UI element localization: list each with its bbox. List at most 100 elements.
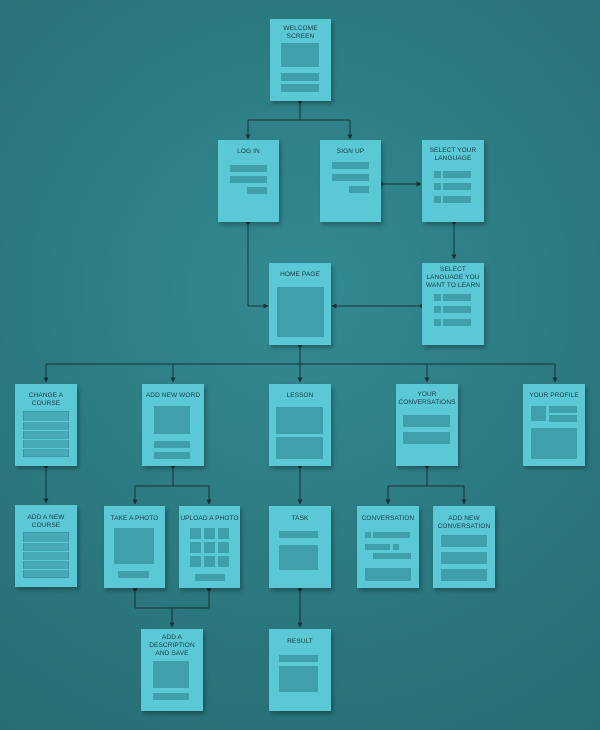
screen-your-profile: YOUR PROFILE [523,384,585,466]
screen-title: ADD NEW WORD [145,392,201,399]
connector-login-to-home [247,222,269,309]
image-placeholder [281,43,319,67]
screen-task: TASK [269,506,331,588]
form-row-divider [23,560,69,561]
photo-thumb-placeholder [204,556,215,567]
message-placeholder [365,544,390,550]
question-placeholder [279,531,318,538]
list-placeholder [23,411,69,457]
option-placeholder [443,171,471,178]
content-placeholder [276,437,323,459]
bar-placeholder [281,73,319,81]
photo-thumb-placeholder [218,556,229,567]
photo-thumb-placeholder [190,556,201,567]
screen-your-conversations: YOUR CONVERSATIONS [396,384,458,466]
image-placeholder [154,406,190,434]
button-placeholder [349,186,369,193]
bar-placeholder [154,441,190,448]
screen-title: LOG IN [237,148,260,155]
screen-login: LOG IN [218,140,279,222]
conversation-item-placeholder [403,415,450,427]
screen-title: SELECT LANGUAGE YOU WANT TO LEARN [425,266,481,289]
screen-title: HOME PAGE [280,271,320,278]
screen-home: HOME PAGE [269,263,331,345]
screen-title: CHANGE A COURSE [28,392,64,407]
score-placeholder [279,655,318,662]
list-row-divider [23,439,69,440]
screen-add-description: ADD A DESCRIPTION AND SAVE [141,629,203,711]
connector-home-to-sections [43,345,558,383]
list-row-divider [23,448,69,449]
screen-change-course: CHANGE A COURSE [15,384,77,466]
form-row-divider [23,551,69,552]
bar-placeholder [549,406,577,413]
button-placeholder [195,574,225,581]
input-placeholder [332,162,369,169]
screen-add-new-course: ADD A NEW COURSE [15,505,77,587]
checkbox-placeholder [434,306,441,313]
option-placeholder [443,196,471,203]
screen-lesson: LESSON [269,384,331,466]
field-placeholder [441,569,487,581]
result-placeholder [279,666,318,692]
field-placeholder [441,535,487,547]
conversation-item-placeholder [403,432,450,444]
option-placeholder [443,306,471,313]
form-placeholder [23,532,69,578]
content-placeholder [277,287,324,337]
checkbox-placeholder [434,171,441,178]
input-placeholder [230,165,267,172]
field-placeholder [441,552,487,564]
photo-thumb-placeholder [190,528,201,539]
photo-thumb-placeholder [190,542,201,553]
list-row-divider [23,421,69,422]
answer-placeholder [279,545,318,570]
screen-title: SIGN UP [336,148,365,155]
option-placeholder [443,319,471,326]
form-row-divider [23,569,69,570]
message-placeholder [373,553,411,559]
photo-thumb-placeholder [218,542,229,553]
input-placeholder [230,176,267,183]
content-placeholder [276,407,323,434]
screen-conversation: CONVERSATION [357,506,419,588]
checkbox-placeholder [434,183,441,190]
photo-thumb-placeholder [218,528,229,539]
screen-title: TAKE A PHOTO [110,515,159,522]
screen-title: ADD A DESCRIPTION AND SAVE [149,634,195,657]
bar-placeholder [549,415,577,422]
bar-placeholder [154,452,190,459]
screen-title: YOUR CONVERSATIONS [398,391,456,406]
screen-add-new-conversation: ADD NEW CONVERSATION [433,506,495,588]
form-row-divider [23,542,69,543]
screen-title: WELCOME SCREEN [283,25,318,40]
screen-add-new-word: ADD NEW WORD [142,384,204,466]
connector-welcome-to-login-signup [245,101,353,140]
screen-title: YOUR PROFILE [529,392,579,399]
list-row-divider [23,430,69,431]
avatar-placeholder [531,406,546,421]
screen-title: ADD A NEW COURSE [27,514,65,529]
connector-dot [298,587,302,591]
connector-add-word-to-photo [132,466,212,505]
button-placeholder [118,571,149,578]
connector-dot [133,587,137,591]
option-placeholder [443,294,471,301]
screen-title: RESULT [287,638,313,645]
photo-thumb-placeholder [204,528,215,539]
screen-title: UPLOAD A PHOTO [180,515,239,522]
checkbox-placeholder [434,196,441,203]
checkbox-placeholder [434,319,441,326]
screen-upload-photo: UPLOAD A PHOTO [179,506,240,588]
message-icon-placeholder [393,544,399,550]
bar-placeholder [281,84,319,92]
screen-title: TASK [291,515,309,522]
message-icon-placeholder [365,532,371,538]
screen-title: CONVERSATION [361,515,415,522]
connector-photo-to-description [134,589,210,628]
button-placeholder [247,187,267,194]
connector-dot [207,587,211,591]
message-placeholder [373,532,410,538]
button-placeholder [153,693,189,700]
